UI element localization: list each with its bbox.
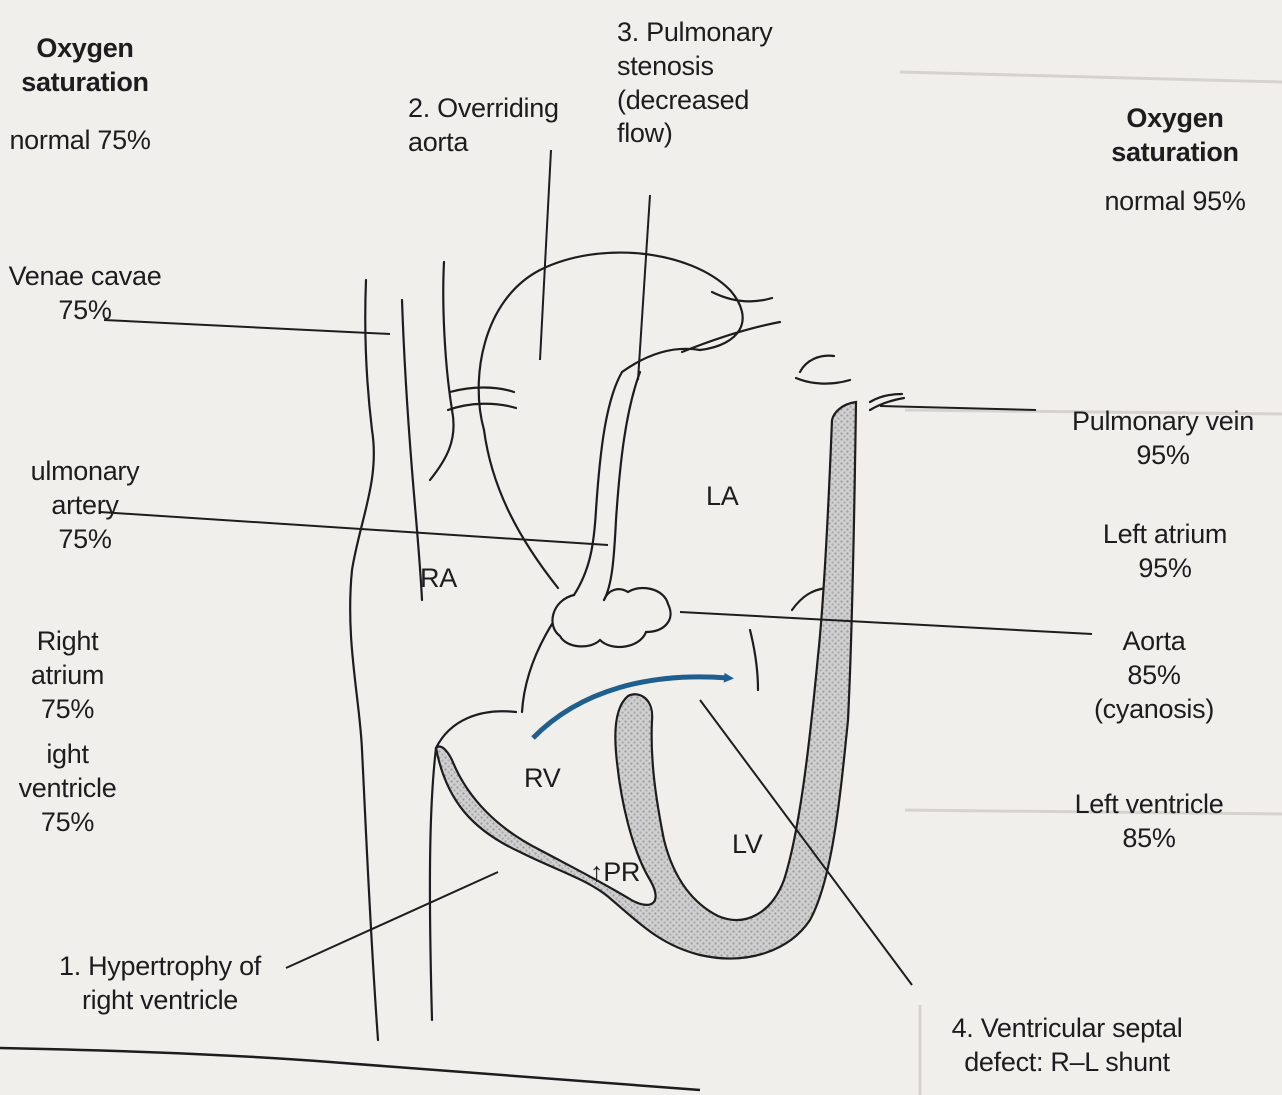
label-pulmonary-stenosis: 3. Pulmonary stenosis (decreased flow) <box>617 16 817 151</box>
right-subheading: normal 95% <box>1082 185 1268 219</box>
vena-cava-inner <box>402 300 422 600</box>
right-heading: Oxygen saturation <box>1095 102 1255 170</box>
leader-hypertrophy <box>286 872 498 968</box>
leader-aorta <box>680 612 1092 634</box>
label-hypertrophy: 1. Hypertrophy of right ventricle <box>30 950 290 1018</box>
label-pulmonary-vein: Pulmonary vein 95% <box>1044 405 1282 473</box>
label-right-atrium: Right atrium 75% <box>0 625 135 726</box>
label-vsd: 4. Ventricular septal defect: R–L shunt <box>912 1012 1222 1080</box>
label-right-ventricle: ight ventricle 75% <box>0 738 135 839</box>
left-heading: Oxygen saturation <box>20 32 150 100</box>
vena-cava-outer <box>350 280 378 1040</box>
left-subheading: normal 75% <box>0 124 160 158</box>
pulmonary-trunk-left <box>574 372 622 595</box>
label-venae-cavae: Venae cavae 75% <box>0 260 170 328</box>
chamber-rv: RV <box>524 762 560 796</box>
pulmonary-branch <box>622 349 700 372</box>
left-atrium-outer <box>796 356 850 384</box>
chamber-lv: LV <box>732 828 762 862</box>
aorta-band-1 <box>450 388 514 393</box>
chamber-la: LA <box>706 480 738 514</box>
leader-pulmonary-stenosis <box>638 195 650 380</box>
leader-overriding-aorta <box>540 150 551 360</box>
label-left-atrium: Left atrium 95% <box>1070 518 1260 586</box>
aorta-band-2 <box>448 404 516 410</box>
aortic-arch-inner <box>712 292 772 301</box>
right-atrium-wall <box>484 430 558 588</box>
label-pulmonary-artery: ulmonary artery 75% <box>0 455 170 556</box>
label-pr: ↑PR <box>590 856 640 890</box>
mitral-left <box>750 630 758 690</box>
label-left-ventricle: Left ventricle 85% <box>1046 788 1252 856</box>
left-atrium-top <box>870 394 902 402</box>
aorta-left-wall <box>430 262 454 480</box>
page-bottom-rule <box>0 1048 700 1090</box>
rv-upper-wall <box>436 711 516 748</box>
aortic-arch-inner-2 <box>682 322 780 352</box>
rv-left-outer <box>430 748 436 1020</box>
mitral-right <box>792 588 826 610</box>
leader-pulmonary-artery <box>100 512 608 545</box>
pulmonary-valve <box>552 588 670 647</box>
chamber-ra: RA <box>420 562 457 596</box>
label-aorta: Aorta 85% (cyanosis) <box>1066 625 1242 726</box>
label-overriding-aorta: 2. Overriding aorta <box>408 92 608 160</box>
ra-to-rv-wall <box>522 624 552 712</box>
